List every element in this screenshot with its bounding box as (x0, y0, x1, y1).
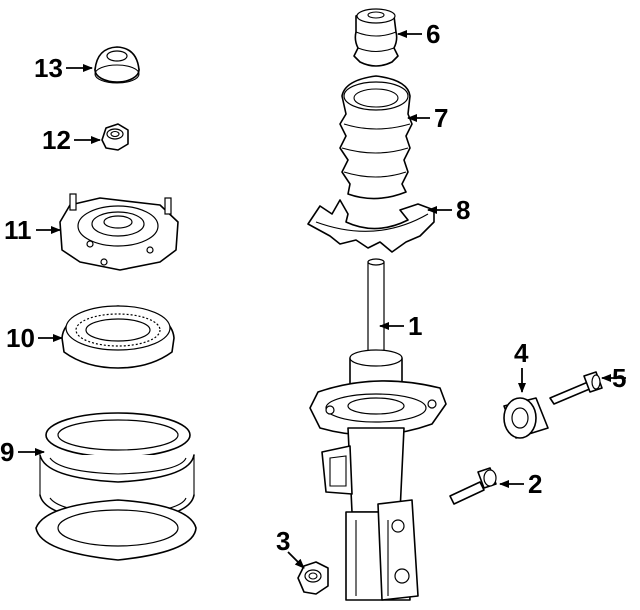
callout-13: 13 (34, 53, 63, 83)
callout-7: 7 (434, 103, 448, 133)
callout-12: 12 (42, 125, 71, 155)
part-13-cap (94, 46, 140, 84)
part-7-dust-boot (339, 75, 413, 200)
part-9-coil-spring (35, 412, 197, 561)
callout-9: 9 (0, 437, 14, 467)
callout-2: 2 (528, 469, 542, 499)
callout-arrows (18, 30, 626, 569)
part-4-bushing (503, 397, 549, 439)
part-3-nut (297, 561, 329, 595)
callout-11: 11 (4, 215, 32, 245)
callout-5: 5 (612, 363, 626, 393)
part-8-spring-isolator (307, 199, 435, 253)
part-2-bolt (449, 467, 497, 505)
callout-1: 1 (408, 311, 422, 341)
callout-labels: 13 12 11 10 9 6 7 8 1 4 5 2 3 (0, 19, 626, 556)
part-11-strut-mount (59, 193, 179, 271)
callout-6: 6 (426, 19, 440, 49)
part-5-bolt (549, 371, 603, 405)
part-12-nut (101, 123, 129, 151)
callout-8: 8 (456, 195, 470, 225)
callout-4: 4 (514, 338, 529, 368)
callout-3: 3 (276, 526, 290, 556)
part-6-jounce-bumper (353, 8, 399, 67)
part-1-strut-assembly (309, 258, 447, 601)
callout-10: 10 (6, 323, 35, 353)
part-10-bearing (61, 305, 175, 369)
